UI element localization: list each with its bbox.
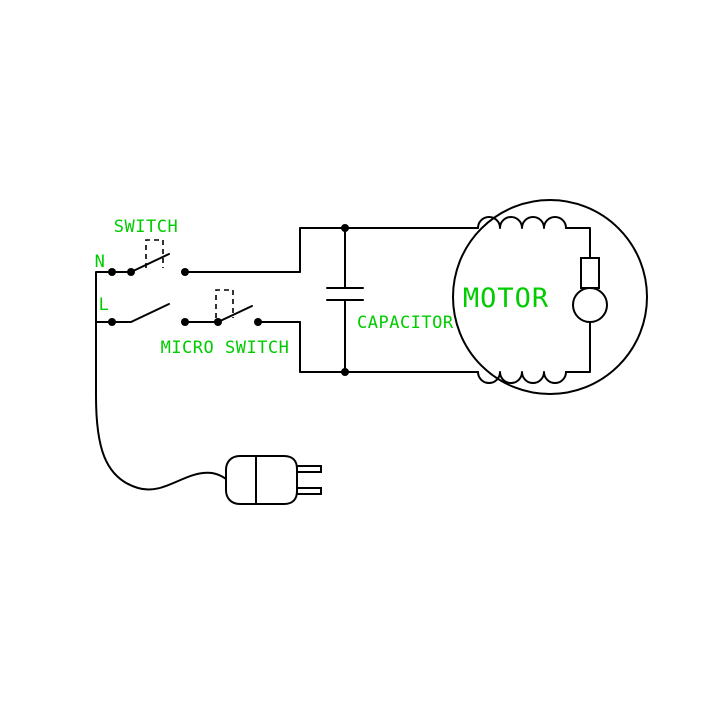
motor-brush-block: [580, 257, 600, 289]
capacitor-label: CAPACITOR: [357, 313, 454, 333]
capacitor: [326, 227, 364, 373]
micro-switch-linkage-dashes: [215, 289, 234, 318]
switch-linkage-dashes: [145, 239, 164, 268]
junction-l-terminal: [108, 318, 116, 326]
labels: SWITCH N L MICRO SWITCH CAPACITOR MOTOR: [95, 217, 549, 358]
switch-blade-top: [130, 253, 170, 273]
micro-switch-blade: [217, 305, 253, 323]
junction-switch-top-left: [127, 268, 135, 276]
motor-winding-top: [477, 216, 567, 229]
switch-label: SWITCH: [114, 217, 178, 237]
junction-capacitor-bottom: [341, 368, 349, 376]
junction-switch-top-right: [181, 268, 189, 276]
switch-blade-bottom: [130, 303, 170, 323]
power-plug: [225, 455, 322, 505]
motor-wire-top-right: [565, 227, 591, 259]
motor-circle: [452, 199, 648, 395]
motor: [452, 199, 648, 395]
neutral-label: N: [95, 252, 106, 272]
plug-pin-bottom: [296, 487, 322, 495]
junction-dots: [108, 224, 349, 376]
junction-micro-right: [254, 318, 262, 326]
junction-switch-bottom-right: [181, 318, 189, 326]
plug-body: [225, 455, 298, 505]
junction-micro-left: [214, 318, 222, 326]
plug-pin-top: [296, 465, 322, 473]
main-switch: [95, 239, 301, 323]
motor-winding-bottom: [477, 371, 567, 384]
supply-rails: [299, 227, 479, 373]
micro-switch: [184, 289, 301, 323]
micro-switch-label: MICRO SWITCH: [161, 338, 290, 358]
junction-capacitor-top: [341, 224, 349, 232]
top-rail: [299, 227, 479, 273]
cord-path: [95, 271, 227, 491]
motor-wire-bottom-right: [565, 321, 591, 373]
power-cord: [95, 271, 227, 491]
motor-armature-circle: [572, 287, 608, 323]
motor-label: MOTOR: [463, 283, 549, 314]
junction-n-terminal: [108, 268, 116, 276]
live-label: L: [99, 295, 110, 315]
bottom-rail: [299, 321, 479, 373]
